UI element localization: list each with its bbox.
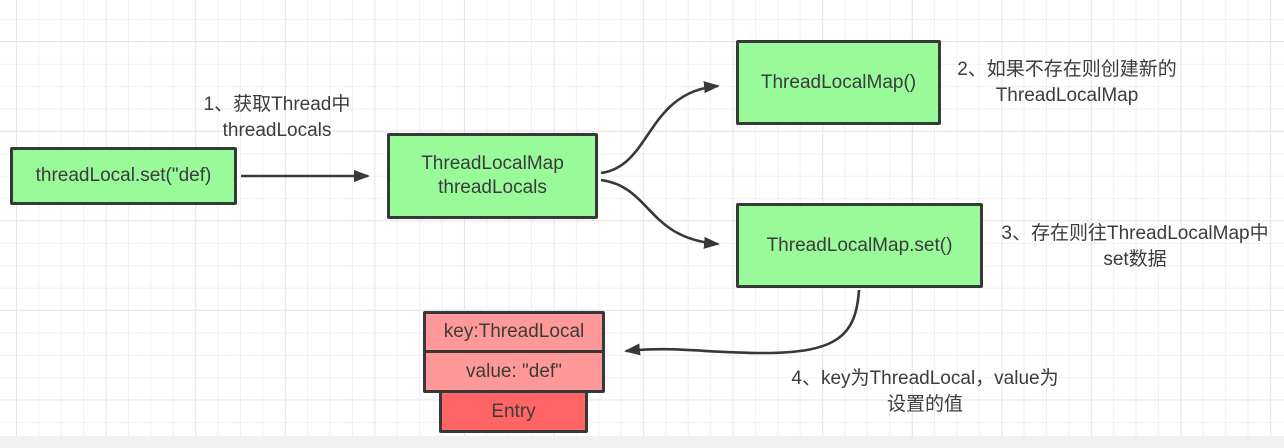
annotation-4-line1: 4、key为ThreadLocal，value为	[791, 368, 1059, 389]
arrow-set-to-entry	[624, 289, 861, 356]
arrow-map-to-ctor	[600, 81, 720, 175]
annotation-4-line2: 设置的值	[886, 394, 963, 415]
node-threadlocalmap-set-label: ThreadLocalMap.set()	[766, 234, 953, 256]
annotation-4-key-value: 4、key为ThreadLocal，value为 设置的值	[785, 366, 1065, 418]
annotation-2-create-map: 2、如果不存在则创建新的 ThreadLocalMap	[947, 57, 1187, 109]
node-threadlocals-map-line2: threadLocals	[438, 177, 547, 198]
node-threadlocalmap-constructor-label: ThreadLocalMap()	[760, 71, 917, 93]
entry-value-row: value: "def"	[423, 350, 605, 393]
entry-title-label: Entry	[491, 400, 536, 422]
annotation-3-line2: set数据	[1103, 249, 1167, 270]
entry-key-label: key:ThreadLocal	[443, 321, 585, 342]
entry-key-row: key:ThreadLocal	[423, 311, 605, 353]
arrow-map-to-set	[600, 178, 720, 249]
node-threadlocals-map-line1: ThreadLocalMap	[421, 153, 564, 174]
canvas-edge-strip	[0, 436, 1284, 448]
node-threadlocalmap-constructor: ThreadLocalMap()	[736, 40, 941, 125]
annotation-1-line2: threadLocals	[222, 120, 332, 141]
entry-value-label: value: "def"	[466, 360, 562, 382]
annotation-1-line1: 1、获取Thread中	[203, 94, 351, 115]
annotation-2-line2: ThreadLocalMap	[995, 85, 1139, 106]
annotation-3-set-data: 3、存在则往ThreadLocalMap中 set数据	[985, 221, 1284, 273]
node-threadlocal-set-label: threadLocal.set("def)	[35, 165, 212, 186]
node-threadlocal-set: threadLocal.set("def)	[10, 147, 237, 205]
annotation-1-get-threadlocals: 1、获取Thread中 threadLocals	[182, 92, 372, 144]
annotation-3-line1: 3、存在则往ThreadLocalMap中	[1001, 223, 1269, 244]
node-threadlocals-map: ThreadLocalMap threadLocals	[387, 133, 598, 219]
entry-title-row: Entry	[439, 390, 588, 433]
node-threadlocalmap-set: ThreadLocalMap.set()	[736, 203, 983, 288]
annotation-2-line1: 2、如果不存在则创建新的	[957, 59, 1177, 80]
